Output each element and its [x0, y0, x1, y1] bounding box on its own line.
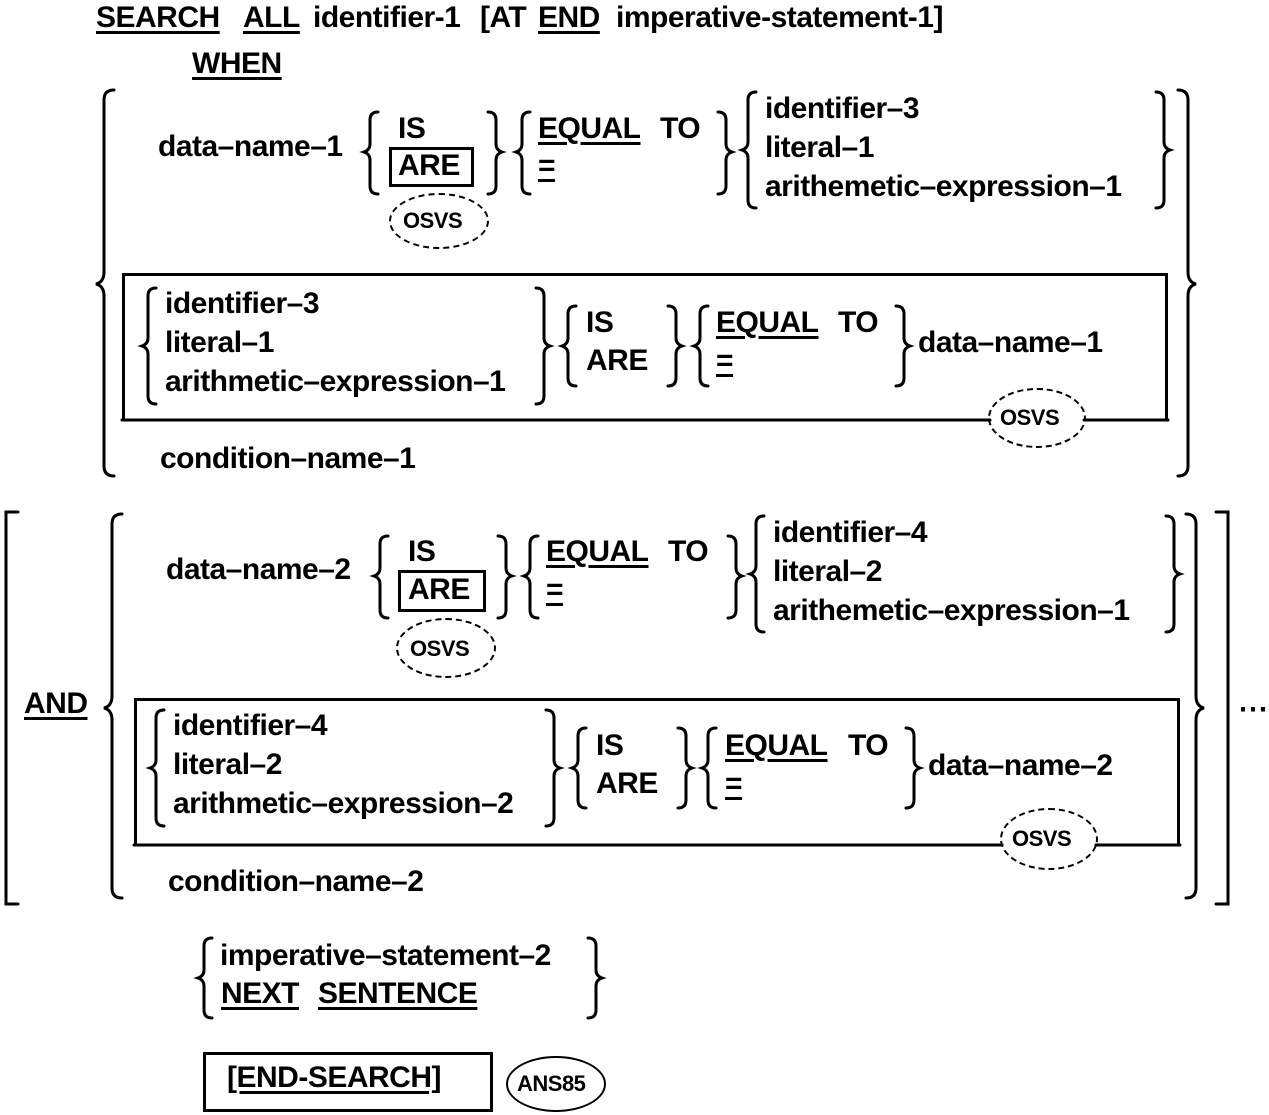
brace-box-equal-right-2 [904, 726, 925, 810]
box-osvs-oval [988, 388, 1086, 448]
box-data-name-2-label: data–name–2 [928, 749, 1113, 782]
box-operand-arithmetic-expression-2: arithmetic–expression–2 [173, 787, 514, 820]
brace-final-right [586, 936, 607, 1020]
operand-arithmetic-expression-1-b: arithemetic–expression–1 [773, 594, 1130, 627]
box-to-keyword: TO [838, 306, 879, 339]
brace-box-equal-right-1 [894, 304, 915, 388]
repeat-ellipsis: ⋯ [1238, 693, 1268, 726]
brace-box-operands-left-1 [137, 286, 158, 406]
brace-box-equal-left-1 [689, 304, 710, 388]
operand-literal-2: literal–2 [773, 555, 882, 588]
imperative-statement-1-label: imperative-statement-1] [616, 1, 943, 34]
condition-name-1-label: condition–name–1 [160, 442, 416, 475]
brace-equal-left-2 [519, 534, 540, 620]
osvs-reverse-box-2 [134, 698, 1180, 846]
brace-equal-right-2 [726, 534, 747, 620]
operand-literal-1: literal–1 [765, 131, 874, 164]
equals-sign-2: = [546, 573, 564, 606]
brace-operands-left-1 [737, 90, 758, 210]
brace-box-is-are-right-1 [666, 304, 687, 388]
brace-is-are-left-2 [369, 534, 390, 620]
and-keyword: AND [24, 687, 88, 720]
ans85-oval [506, 1056, 606, 1112]
search-keyword: SEARCH [96, 1, 220, 34]
at-keyword: [AT [480, 1, 527, 34]
identifier-1-label: identifier-1 [313, 1, 461, 34]
box-equal-keyword-2: EQUAL [725, 729, 828, 762]
are-box-2 [398, 570, 486, 612]
box-osvs-oval-2 [1000, 808, 1098, 870]
condition-name-2-label: condition–name–2 [168, 865, 424, 898]
box-is-keyword: IS [586, 306, 614, 339]
data-name-2-label: data–name–2 [166, 553, 351, 586]
osvs-label: OSVS [403, 208, 463, 233]
box-to-keyword-2: TO [848, 729, 889, 762]
brace-equal-right-1 [716, 110, 737, 196]
operand-identifier-4: identifier–4 [773, 516, 928, 549]
brace-is-are-right-2 [496, 534, 517, 620]
brace-is-are-left-1 [359, 110, 380, 196]
brace-box-operands-right-2 [544, 708, 565, 828]
ans85-label: ANS85 [517, 1071, 586, 1096]
bracket-right-and [1214, 510, 1230, 906]
osvs-reverse-box-1 [122, 273, 1168, 421]
equals-sign: = [538, 149, 556, 182]
brace-left-clause-2 [103, 512, 124, 900]
box-are-keyword: ARE [586, 344, 648, 377]
are-keyword: ARE [398, 149, 460, 182]
brace-final-left [193, 936, 214, 1020]
equal-keyword: EQUAL [538, 112, 641, 145]
brace-box-equal-left-2 [697, 726, 718, 810]
brace-operands-left-2 [745, 514, 766, 634]
next-keyword: NEXT [221, 977, 300, 1010]
brace-box-operands-left-2 [145, 708, 166, 828]
operand-identifier-3: identifier–3 [765, 92, 920, 125]
operand-arithmetic-expression-1: arithemetic–expression–1 [765, 170, 1122, 203]
brace-box-is-are-left-2 [567, 726, 588, 810]
are-keyword-2: ARE [408, 573, 470, 606]
box-equals-sign: = [716, 344, 734, 377]
box-are-keyword-2: ARE [596, 767, 658, 800]
end-search-keyword: [END-SEARCH] [227, 1061, 442, 1094]
to-keyword-2: TO [668, 535, 709, 568]
brace-operands-right-2 [1164, 514, 1185, 634]
equal-keyword-2: EQUAL [546, 535, 649, 568]
brace-is-are-right-1 [486, 110, 507, 196]
box-data-name-1-label: data–name–1 [918, 326, 1103, 359]
box-operand-literal-1: literal–1 [165, 326, 274, 359]
brace-box-is-are-right-2 [676, 726, 697, 810]
to-keyword: TO [660, 112, 701, 145]
bracket-left-and [4, 510, 20, 906]
osvs-oval [389, 193, 489, 249]
box-equal-keyword: EQUAL [716, 306, 819, 339]
brace-operands-right-1 [1154, 90, 1175, 210]
end-search-box [203, 1052, 493, 1112]
sentence-keyword: SENTENCE [318, 977, 478, 1010]
all-keyword: ALL [243, 1, 300, 34]
box-equals-sign-2: = [725, 767, 743, 800]
are-box [389, 147, 474, 187]
brace-right-clause-2 [1184, 512, 1205, 900]
brace-box-is-are-left-1 [557, 304, 578, 388]
box-operand-identifier-4: identifier–4 [173, 709, 328, 742]
is-keyword-2: IS [408, 535, 436, 568]
box-osvs-label-2: OSVS [1012, 826, 1072, 851]
when-keyword: WHEN [192, 47, 282, 80]
is-keyword: IS [398, 112, 426, 145]
box-operand-identifier-3: identifier–3 [165, 287, 320, 320]
box-osvs-label: OSVS [1000, 405, 1060, 430]
brace-left-clause-1 [95, 88, 116, 478]
brace-equal-left-1 [511, 110, 532, 196]
osvs-oval-2 [396, 618, 496, 678]
end-keyword: END [538, 1, 600, 34]
box-operand-literal-2: literal–2 [173, 748, 282, 781]
box-is-keyword-2: IS [596, 729, 624, 762]
box-operand-arithmetic-expression-1: arithmetic–expression–1 [165, 365, 506, 398]
brace-box-operands-right-1 [534, 286, 555, 406]
imperative-statement-2-label: imperative–statement–2 [220, 939, 551, 972]
brace-right-clause-1 [1176, 88, 1197, 478]
data-name-1-label: data–name–1 [158, 130, 343, 163]
osvs-label-2: OSVS [410, 636, 470, 661]
